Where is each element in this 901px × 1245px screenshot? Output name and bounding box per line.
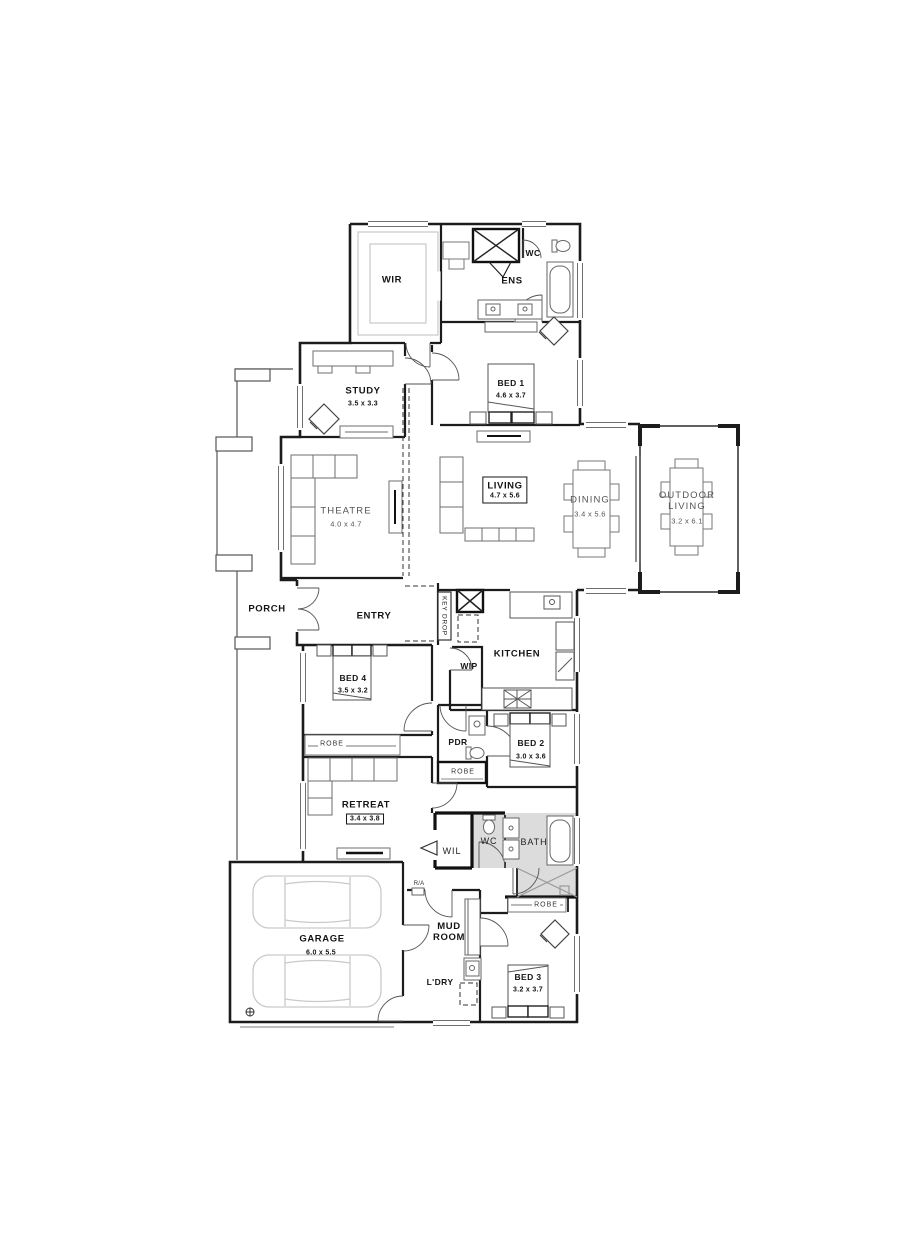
room-dims-theatre: 4.0 x 4.7 [330,519,362,529]
return-air-icon [411,887,425,896]
ens-fixtures [477,239,574,333]
wir-shelving-icon [357,231,441,336]
room-label-bed1: BED 1 [497,378,525,389]
shower-icon [456,228,520,613]
outdoor-table-icon [660,458,713,556]
room-dims-garage: 6.0 x 5.5 [306,949,336,957]
room-label-theatre: THEATRE [320,505,372,517]
room-label-bed4: BED 4 [339,673,367,684]
room-dims-bed2: 3.0 x 3.6 [516,753,546,761]
toilet-icon [482,814,496,821]
room-dims-bed4: 3.5 x 3.2 [338,687,368,695]
room-label-wc-ens: WC [525,248,541,259]
bed-icons [316,363,567,1019]
bed1-chair-icon [538,316,569,346]
key-drop-box [437,591,452,641]
living-sofa-icon [439,456,535,542]
outdoor-living-structure [635,424,740,594]
robe-label-bed4: ROBE [318,740,346,748]
theatre-sofa-icon [290,454,358,565]
kitchen-bench-icon [481,591,575,711]
room-label-wir: WIR [381,274,403,286]
room-label-bed2: BED 2 [517,738,545,749]
room-label-living: LIVING 4.7 x 5.6 [482,476,528,504]
bed3-chair-icon [539,919,570,949]
laundry-fixtures-icon [411,887,482,981]
tv-unit-icons [336,430,531,860]
desk-icon [312,350,394,439]
windows [240,219,628,1028]
room-dims-dining: 3.4 x 5.6 [574,509,606,519]
bath-fixtures [482,814,574,866]
shower2-icon [516,867,578,898]
room-label-study: STUDY [345,385,381,397]
chair-icons [308,316,570,949]
room-label-porch: PORCH [248,603,286,615]
bed2-icon [493,712,567,768]
room-dims-outdoor-living: 3.2 x 6.1 [671,516,703,526]
room-dims-bed1: 4.6 x 3.7 [496,392,526,400]
retreat-sofa-icon [307,757,398,816]
cabinet-icon [464,898,481,956]
sofa-icons [290,454,535,816]
robe-label-bed3: ROBE [532,901,560,909]
car-icons [252,875,382,1008]
room-label-pdr: PDR [448,737,468,748]
study-chair-icon [308,403,340,435]
porch-structure [215,368,293,860]
room-label-retreat: RETREAT [341,799,391,811]
wir-cabinet-icon [442,241,470,270]
meter-icon [245,1007,255,1017]
room-label-bath: BATH [520,836,548,847]
room-dims-bed3: 3.2 x 3.7 [513,986,543,994]
bed4-icon [316,644,388,701]
room-label-wc-main: WC [480,835,498,846]
bed3-icon [491,964,565,1019]
room-label-wip: WIP [460,661,478,672]
room-label-dining: DINING [570,494,610,506]
room-label-key-drop: KEY DROP [440,596,448,636]
room-dims-study: 3.5 x 3.3 [348,400,378,408]
room-label-ens: ENS [501,275,523,287]
room-label-kitchen: KITCHEN [493,648,541,660]
room-label-garage: GARAGE [299,933,345,945]
room-dims-living: 4.7 x 5.6 [490,492,520,500]
room-label-wil: WIL [442,845,462,856]
dining-table-icon [563,460,620,558]
room-label-bed3: BED 3 [514,972,542,983]
fridge-icon [555,621,575,651]
robe-label-hall: ROBE [449,768,477,776]
room-dims-retreat: 3.4 x 3.8 [346,813,384,825]
room-label-entry: ENTRY [356,610,392,622]
room-label-ldry: L'DRY [426,977,454,988]
room-label-outdoor-living: OUTDOOR LIVING [658,490,716,512]
bed1-icon [469,363,553,425]
pdr-fixtures [465,715,486,760]
room-label-mud-room: MUD ROOM [433,921,465,943]
label-return-air: R/A [413,881,425,887]
